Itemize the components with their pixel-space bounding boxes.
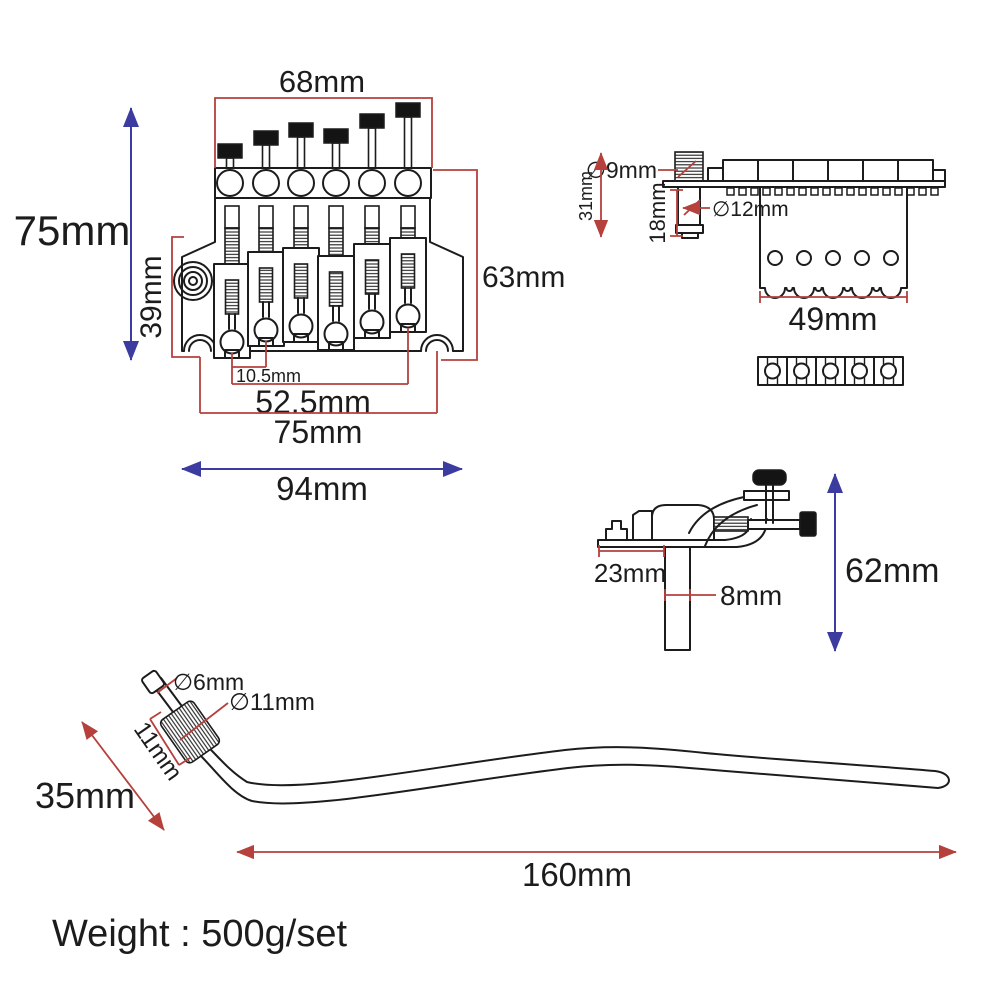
retainer-holes <box>764 362 897 380</box>
dim-top-width-label: 68mm <box>279 64 365 99</box>
saddle <box>353 243 391 339</box>
dim-tick-6mm <box>156 677 178 694</box>
dim-line-68mm <box>214 97 433 168</box>
plate-end-block <box>932 169 946 182</box>
arm-rod <box>195 740 950 805</box>
dim-line-63mm <box>433 169 478 361</box>
bridge-side-view <box>662 151 946 299</box>
sustain-block <box>759 187 908 299</box>
saddle-post <box>664 546 691 651</box>
saddle-side-view <box>597 469 817 651</box>
fine-tuner-knob <box>752 469 787 486</box>
sustain-block-holes <box>767 250 899 266</box>
dim-saddle-height-label: 62mm <box>845 552 939 590</box>
tuner-holes <box>216 169 422 197</box>
arm-tip <box>141 669 165 695</box>
dim-mounting-span-label: 75mm <box>274 414 363 450</box>
dim-line-49mm <box>759 291 908 303</box>
dim-overall-width-label: 94mm <box>276 470 368 507</box>
dim-collar-diameter-label: ∅11mm <box>229 689 315 716</box>
lock-screw-cap <box>799 511 817 537</box>
saddle <box>247 251 285 347</box>
dim-bend-length-label: 35mm <box>35 775 135 816</box>
dim-insert-height-label: 18mm <box>645 182 670 243</box>
dim-saddle-span-label: 52.5mm <box>255 384 371 420</box>
saddle <box>282 247 320 343</box>
saddle <box>213 263 251 359</box>
saddle-steps <box>605 510 653 541</box>
stud-foot <box>681 232 699 239</box>
dim-block-width-label: 49mm <box>789 301 878 337</box>
dim-stud-height-label: 31mm <box>576 171 596 221</box>
dim-plate-height-label: 39mm <box>135 255 168 338</box>
dim-line-23mm <box>598 545 665 557</box>
dim-base-length-label: 23mm <box>594 558 666 588</box>
bridge-front-view <box>173 102 464 359</box>
saddle-row-step <box>707 167 724 182</box>
dim-stud-diameter-label: ∅9mm <box>586 157 657 183</box>
dim-tick-12mm <box>683 199 701 216</box>
saddle-view-dimensions: 23mm 8mm 62mm <box>594 473 939 652</box>
stud-insert <box>677 186 701 226</box>
saddle-body <box>651 504 715 541</box>
dim-body-height-label: 63mm <box>482 261 565 294</box>
dim-tick-9mm <box>677 160 697 178</box>
plate-teeth <box>726 187 939 196</box>
front-view-dimensions: 68mm 75mm 39mm 63mm 10.5mm 52.5mm 75mm 9… <box>14 64 566 507</box>
dim-post-width-label: 8mm <box>720 580 782 611</box>
saddle-row-dividers <box>757 159 899 182</box>
dim-arm-length-label: 160mm <box>522 856 632 893</box>
stud-flange <box>675 224 704 234</box>
saddle <box>389 237 427 333</box>
weight-label: Weight : 500g/set <box>52 913 347 955</box>
dim-leader-11mm-dia <box>179 702 229 741</box>
dim-line-39mm <box>171 236 200 358</box>
tuner-arm-curves <box>688 496 758 547</box>
saddle <box>317 255 355 351</box>
stud-view-dimensions: ∅9mm 31mm 18mm ∅12mm 49mm <box>576 152 908 337</box>
dim-line-18mm <box>670 189 683 237</box>
dim-string-spacing-label: 10.5mm <box>236 366 301 386</box>
saddles <box>213 237 427 359</box>
dim-overall-height-label: 75mm <box>14 207 131 254</box>
dim-insert-diameter-label: ∅12mm <box>712 198 789 221</box>
dim-line-8mm <box>664 589 716 601</box>
lock-knob <box>173 261 213 301</box>
dim-line-35mm <box>81 721 165 831</box>
arm-view-dimensions: ∅6mm ∅11mm 11mm 35mm 160mm <box>35 669 957 893</box>
fine-tuner-heads <box>217 102 421 159</box>
dim-tip-diameter-label: ∅6mm <box>173 669 244 695</box>
retainer-bar-top-view <box>757 356 904 386</box>
